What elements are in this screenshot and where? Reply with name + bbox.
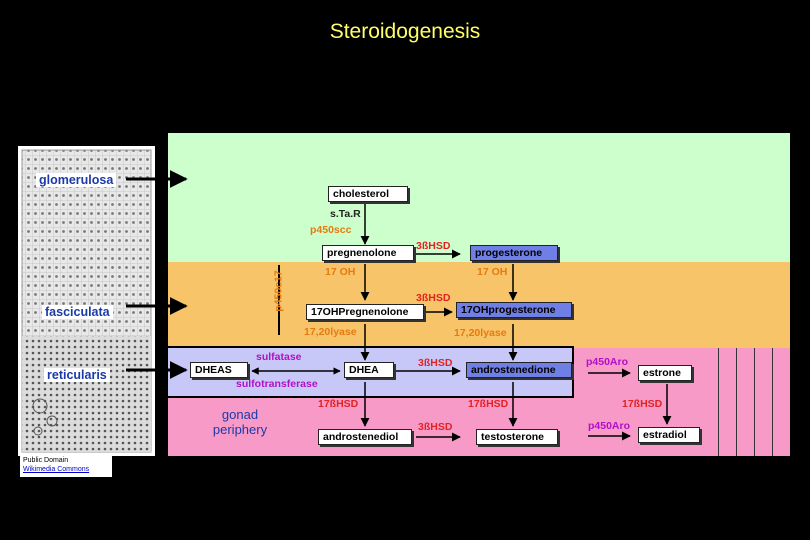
testosterone-box: testosterone — [476, 429, 558, 445]
17bhsd-label-2: 17ßHSD — [468, 398, 509, 410]
androstenedione-box: androstenedione — [466, 362, 572, 378]
17ohprogesterone-box: 17OHprogesterone — [456, 302, 572, 318]
star-label: s.Ta.R — [330, 208, 361, 220]
p450aro-label-2: p450Aro — [588, 420, 631, 432]
dheas-box: DHEAS — [190, 362, 248, 378]
p450c17-label: p450c17 — [272, 270, 285, 312]
estradiol-box: estradiol — [638, 427, 700, 443]
stripe — [736, 348, 737, 456]
adrenal-histology-image — [18, 146, 155, 456]
credit-license: Public Domain — [23, 457, 69, 464]
progesterone-box: progesterone — [470, 245, 558, 261]
fasciculata-label: fasciculata — [42, 305, 113, 319]
gonad-periphery-label: gonad periphery — [212, 407, 268, 437]
stripe — [754, 348, 755, 456]
17bhsd-label-1: 17ßHSD — [318, 398, 359, 410]
sulfatase-label: sulfatase — [256, 351, 302, 363]
reticularis-border — [166, 346, 574, 398]
p450scc-label: p450scc — [310, 224, 352, 236]
17oh-label-1: 17 OH — [325, 266, 356, 278]
17bhsd-label-3: 17ßHSD — [622, 398, 663, 410]
page-title: Steroidogenesis — [329, 20, 481, 43]
17oh-label-2: 17 OH — [477, 266, 508, 278]
histology-drawing — [21, 149, 152, 453]
17-20-lyase-label-1: 17,20lyase — [304, 326, 357, 338]
gonad-band — [168, 396, 572, 456]
credit-link[interactable]: Wikimedia Commons — [23, 466, 90, 473]
sulfotransferase-label: sulfotransferase — [236, 378, 318, 390]
3bhsd-label-3: 3ßHSD — [418, 357, 453, 369]
3bhsd-label-2: 3ßHSD — [416, 292, 451, 304]
reticularis-label: reticularis — [44, 368, 110, 382]
fasciculata-bracket — [278, 265, 280, 335]
3bhsd-label-1: 3ßHSD — [416, 240, 451, 252]
17ohpregnenolone-box: 17OHPregnenolone — [306, 304, 424, 320]
dhea-box: DHEA — [344, 362, 394, 378]
glomerulosa-band — [168, 133, 790, 262]
cholesterol-box: cholesterol — [328, 186, 408, 202]
3bhsd-label-4: 3ßHSD — [418, 421, 453, 433]
pregnenolone-box: pregnenolone — [322, 245, 414, 261]
estrone-box: estrone — [638, 365, 692, 381]
androstenediol-box: androstenediol — [318, 429, 412, 445]
stripe — [772, 348, 773, 456]
glomerulosa-label: glomerulosa — [36, 173, 117, 187]
stripe — [718, 348, 719, 456]
credit-box: Public Domain Wikimedia Commons — [20, 455, 112, 477]
p450aro-label-1: p450Aro — [586, 356, 629, 368]
17-20-lyase-label-2: 17,20lyase — [454, 327, 507, 339]
